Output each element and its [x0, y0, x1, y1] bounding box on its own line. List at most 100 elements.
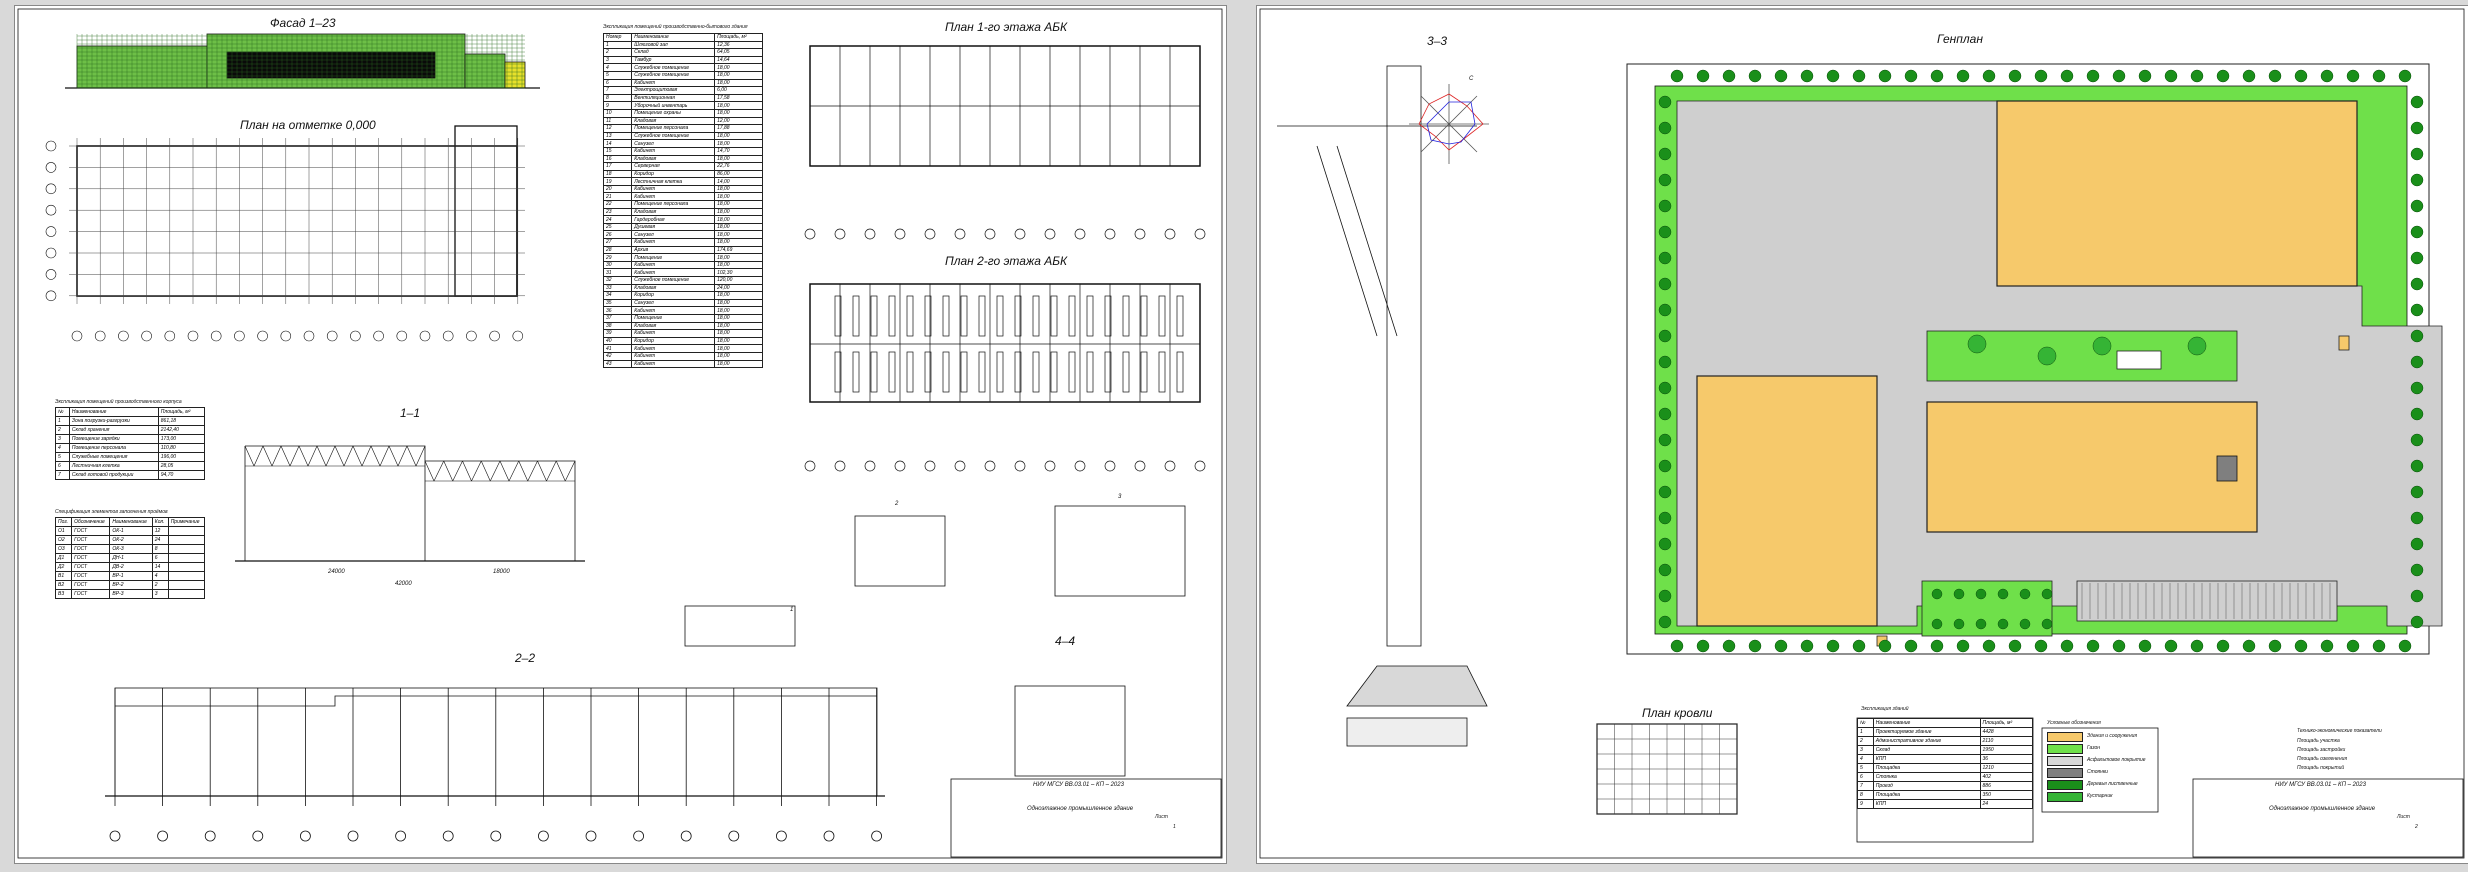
rooms-table-header-cell: Площадь, м²: [714, 33, 763, 42]
expl-table-cell: 9: [1857, 799, 1874, 809]
rooms-table-cell: 21: [602, 192, 633, 202]
expl-table-cell: Проектируемое здание: [1872, 727, 1981, 737]
spec-table-cell: 2: [151, 580, 169, 590]
rooms-table-cell: 18,00: [714, 253, 763, 262]
rooms-table-cell: 41: [602, 344, 633, 353]
expl-table-cell: Стоянка: [1872, 772, 1981, 782]
rooms-table-cell: 24,00: [714, 283, 763, 293]
rooms-table-cell: Санузел: [631, 298, 716, 308]
spec-table-cell: [167, 535, 206, 545]
legend-swatch: [2047, 792, 2083, 802]
section-1-1-title: 1–1: [400, 406, 421, 420]
rooms-table-cell: 13: [602, 131, 633, 141]
rooms-table-cell: 19: [602, 177, 633, 186]
stamp-sheet-number: 1: [1173, 824, 1176, 830]
rooms-table-cell: 8: [602, 93, 633, 103]
rooms-table-cell: 18,00: [714, 215, 763, 224]
rooms-table-cell: 9: [602, 101, 633, 110]
section-3-3: [1277, 65, 1488, 747]
rooms-table-cell: 12,00: [714, 116, 763, 126]
ext-table-cell: Помещение персонала: [68, 443, 159, 453]
expl-table-cell: Площадка: [1872, 790, 1981, 800]
expl-table-cell: 24: [1979, 799, 2034, 809]
rooms-table-cell: 39: [602, 329, 633, 338]
legend-swatch: [2047, 744, 2083, 754]
rooms-table-cell: 10: [602, 108, 633, 118]
rooms-table-cell: 3: [602, 55, 633, 65]
rooms-table-cell: Кладовая: [631, 321, 716, 331]
rooms-table-cell: 18,00: [714, 101, 763, 110]
expl-table-cell: 1210: [1979, 763, 2034, 773]
north-label: С: [1469, 76, 1474, 82]
rooms-table-cell: 5: [602, 70, 633, 80]
dim-18000: 18000: [493, 569, 510, 575]
ext-table-cell: Склад хранения: [68, 425, 159, 435]
ext-table-cell: 5: [55, 452, 70, 462]
rooms-table-cell: 28: [602, 245, 633, 255]
spec-table-cell: ГОСТ: [71, 526, 111, 536]
rooms-table-cell: 42: [602, 351, 633, 361]
stamp2-sheet-label: Лист: [2397, 814, 2410, 820]
rooms-table-cell: 18,00: [714, 260, 763, 270]
spec-table-cell: 8: [151, 544, 169, 554]
rooms-table-cell: 2: [602, 48, 633, 57]
rooms-table-cell: 35: [602, 298, 633, 308]
expl-table-cell: Площадка: [1872, 763, 1981, 773]
legend-swatch: [2047, 732, 2083, 742]
spec-table-cell: ГОСТ: [71, 544, 111, 554]
ext-table-cell: 196,00: [157, 452, 206, 462]
rooms-table-cell: 37: [602, 313, 633, 323]
rooms-table-cell: 14,00: [714, 177, 763, 186]
rooms-table-cell: 14: [602, 139, 633, 148]
spec-table-cell: 24: [151, 535, 169, 545]
rooms-table-cell: Кладовая: [631, 116, 716, 126]
rooms-table-cell: 14,70: [714, 146, 763, 156]
rooms-table-cell: Помещение охраны: [631, 108, 716, 118]
rooms-table-cell: 32: [602, 276, 633, 285]
rooms-table-cell: Коридор: [631, 169, 716, 179]
spec-table-cell: 12: [151, 526, 169, 536]
rooms-table-cell: 18,00: [714, 192, 763, 202]
rooms-table-cell: Кабинет: [631, 184, 716, 194]
expl-table-header-cell: Площадь, м²: [1979, 718, 2034, 728]
rooms-table-cell: 12,36: [714, 40, 763, 50]
rooms-table-cell: Тамбур: [631, 55, 716, 65]
rooms-table-cell: Санузел: [631, 230, 716, 240]
rooms-table-cell: 17,88: [714, 124, 763, 133]
spec-table-cell: ГОСТ: [71, 535, 111, 545]
rooms-table-cell: 18,00: [714, 344, 763, 353]
rooms-table-cell: 22: [602, 200, 633, 209]
expl-table-cell: Административное здание: [1872, 736, 1981, 746]
spec-table-cell: 14: [151, 562, 169, 572]
spec-table-cell: [167, 526, 206, 536]
ext-table-header-cell: Площадь, м²: [157, 407, 206, 417]
rooms-table-cell: Кабинет: [631, 359, 716, 369]
legend-swatch: [2047, 756, 2083, 766]
rooms-table-cell: Кабинет: [631, 260, 716, 270]
spec-table-cell: В1: [54, 571, 73, 581]
rooms-table-cell: 18,00: [714, 291, 763, 300]
rooms-table-cell: 6: [602, 78, 633, 88]
section-4-4-title: 4–4: [1055, 634, 1076, 648]
rooms-table-cell: 15: [602, 146, 633, 156]
rooms-table-cell: Уборочный инвентарь: [631, 101, 716, 110]
expl-table-cell: 7: [1857, 781, 1874, 791]
spec-table-header-cell: Поз.: [54, 517, 73, 527]
